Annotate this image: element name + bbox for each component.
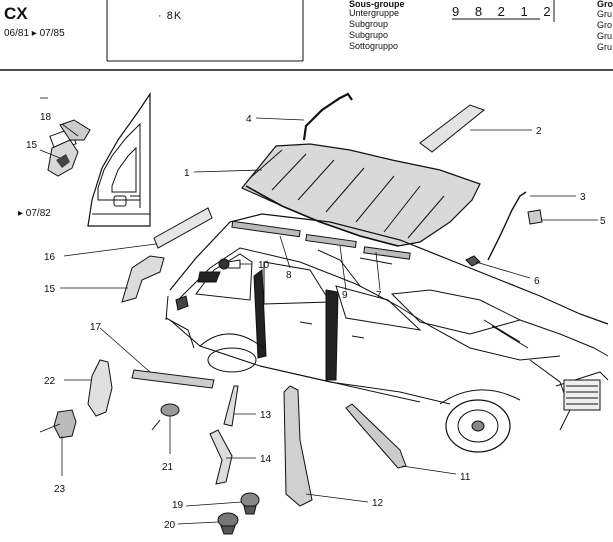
- part-15-pillar-trim: [121, 255, 165, 303]
- group-label: Gro: [597, 20, 613, 30]
- part-22-clip-housing: [87, 359, 113, 417]
- part-label: 8: [286, 270, 292, 281]
- group-label: Gru: [597, 31, 613, 41]
- part-labels: 4 2 1 3 5 6 7 8 9 10 11 12 13 14 15 15 1…: [18, 112, 606, 531]
- part-19-clip: [240, 492, 260, 515]
- model-name: CX: [4, 4, 28, 23]
- part-label: 15: [44, 284, 56, 295]
- part-label: 2: [536, 126, 542, 137]
- part-23-fastener: [53, 409, 77, 439]
- part-label: 14: [260, 454, 272, 465]
- production-dates: 06/81 ▸ 07/85: [4, 28, 65, 39]
- part-16-pillar-trim: [153, 207, 213, 249]
- part-label: 5: [600, 216, 606, 227]
- part-12-b-pillar-trim: [283, 385, 313, 507]
- part-label: 16: [44, 252, 56, 263]
- group-label: Gru: [597, 42, 613, 52]
- leader-lines: [39, 97, 598, 525]
- part-20-clip: [217, 512, 239, 535]
- part-3-washer-tube: [487, 191, 527, 261]
- part-21-screw: [151, 403, 180, 431]
- part-14-trim: [209, 429, 233, 485]
- part-label: 10: [258, 260, 270, 271]
- part-6-grommet: [465, 255, 481, 267]
- part-5-washer-jet: [527, 209, 543, 225]
- part-label: 21: [162, 462, 174, 473]
- part-17-sill-strip: [131, 369, 215, 389]
- part-label: 15: [26, 140, 38, 151]
- part-label: 7: [376, 290, 382, 301]
- part-label: 3: [580, 192, 586, 203]
- part-label: 17: [90, 322, 102, 333]
- part-label: 19: [172, 500, 184, 511]
- model-code: · 8K: [158, 10, 183, 22]
- part-label: 4: [246, 114, 252, 125]
- part-label: 9: [342, 290, 348, 301]
- header-frame: [0, 0, 613, 71]
- part-label: 6: [534, 276, 540, 287]
- subgroup-label: Untergruppe: [349, 8, 400, 18]
- part-4-roof-trim: [302, 92, 353, 141]
- part-label: 1: [184, 168, 190, 179]
- header: CX 06/81 ▸ 07/85 · 8K Sous-groupe Unterg…: [0, 0, 613, 72]
- part-label: 23: [54, 484, 66, 495]
- subgroup-label: Sottogruppo: [349, 41, 399, 51]
- subgroup-label: Sous-groupe: [349, 0, 405, 9]
- group-label: Grou: [597, 0, 613, 9]
- estate-car-body: [165, 213, 609, 453]
- part-label: 20: [164, 520, 176, 531]
- part-label: 12: [372, 498, 384, 509]
- part-2-roof-strip: [419, 104, 486, 153]
- part-label: 22: [44, 376, 56, 387]
- part-label: 11: [460, 472, 471, 483]
- group-label: Gru: [597, 9, 613, 19]
- part-label: 18: [40, 112, 52, 123]
- subgroup-number: 9 8 2 1 2: [452, 4, 557, 19]
- inset-date-note: ▸ 07/82: [18, 208, 51, 219]
- inset-rear-pillar-view: [47, 92, 151, 227]
- part-1-roof-panel: [241, 143, 481, 247]
- subgroup-label: Subgrupo: [349, 30, 389, 40]
- subgroup-label: Subgroup: [349, 19, 389, 29]
- part-13-trim: [223, 385, 239, 427]
- part-11-sill-trim: [345, 403, 407, 469]
- part-label: 13: [260, 410, 272, 421]
- parts-diagram: 4 2 1 3 5 6 7 8 9 10 11 12 13 14 15 15 1…: [18, 92, 609, 535]
